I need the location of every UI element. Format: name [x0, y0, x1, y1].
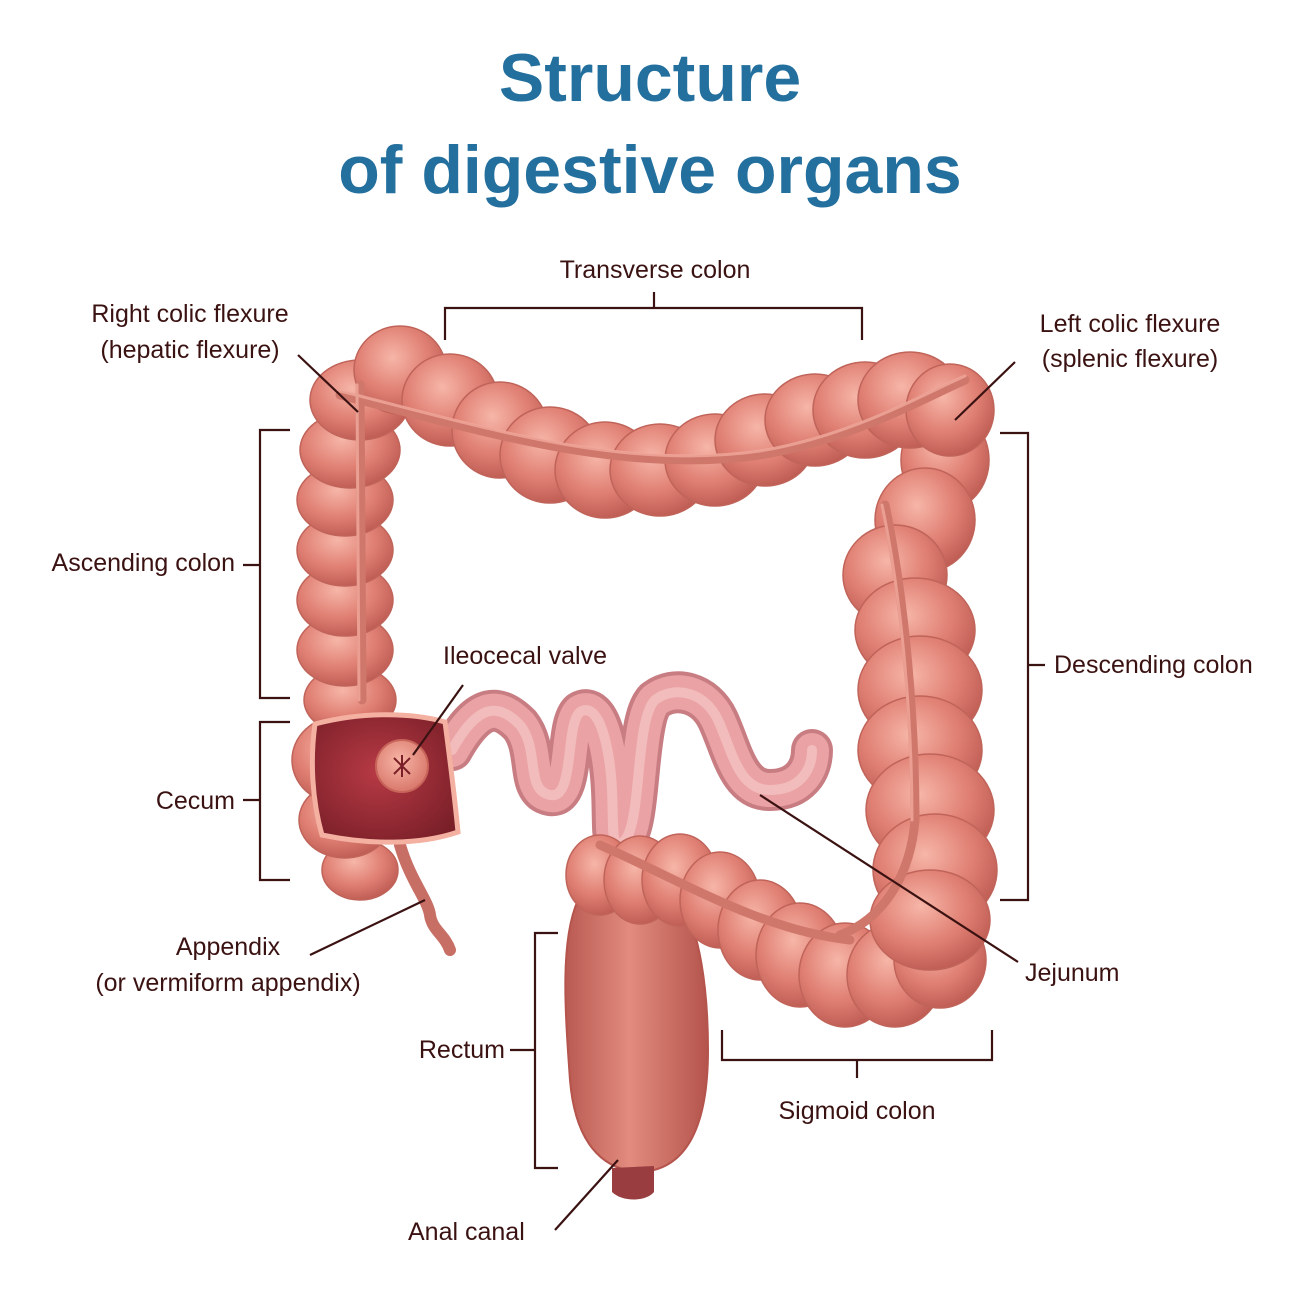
label-ileocecal-valve: Ileocecal valve: [443, 642, 607, 670]
label-left-colic-flexure: Left colic flexure: [1039, 310, 1221, 338]
leader-lines: [297, 354, 1019, 1231]
colon-haustrum: [869, 869, 991, 971]
taenia-bands: [335, 375, 970, 945]
brackets: [243, 292, 1045, 1170]
label-jejunum: Jejunum: [1025, 959, 1120, 987]
label-rectum: Rectum: [418, 1036, 505, 1064]
label-splenic-flexure: (splenic flexure): [1041, 345, 1219, 373]
label-anal-canal: Anal canal: [408, 1218, 525, 1246]
page-title-line-1: Structure: [498, 40, 802, 116]
label-hepatic-flexure: (hepatic flexure): [100, 336, 280, 364]
colon-haustrum: [905, 363, 995, 457]
label-cecum: Cecum: [155, 787, 235, 815]
label-descending-colon: Descending colon: [1054, 651, 1253, 679]
rectum-shape: [564, 899, 710, 1200]
page-title-line-2: of digestive organs: [338, 132, 962, 208]
cecum-interior: [309, 712, 461, 845]
colon-segments: [291, 325, 998, 1028]
label-transverse-colon: Transverse colon: [559, 256, 751, 284]
jejunum-shape: [431, 671, 833, 866]
label-right-colic-flexure: Right colic flexure: [91, 300, 289, 328]
label-appendix: Appendix: [175, 933, 281, 961]
label-vermiform-appendix: (or vermiform appendix): [95, 969, 361, 997]
label-sigmoid-colon: Sigmoid colon: [778, 1097, 936, 1125]
label-ascending-colon: Ascending colon: [51, 549, 235, 577]
appendix-shape: [394, 839, 456, 956]
